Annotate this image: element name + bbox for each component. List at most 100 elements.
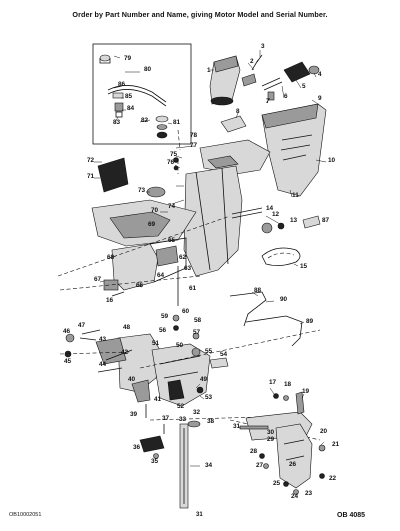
part-label-46: 46 [63,328,71,335]
part-label-35: 35 [151,458,159,465]
rod-61 [172,266,180,331]
right-clamp-bracket [239,387,326,495]
part-label-17: 17 [269,379,277,386]
part-label-10: 10 [328,157,336,164]
part-label-51: 51 [152,340,160,347]
part-label-18: 18 [284,381,292,388]
footer-left-code: OB10002051 [9,512,42,518]
part-label-36: 36 [133,444,141,451]
part-label-77: 77 [190,142,198,149]
inset-box [92,43,192,145]
part-label-27: 27 [256,462,264,469]
exhaust-cover [261,99,327,198]
footer-right-code: OB 4085 [337,512,366,519]
part-label-33: 33 [179,416,187,423]
part-label-80: 80 [144,66,152,73]
part-label-28: 28 [250,448,258,455]
part-label-67: 67 [94,276,102,283]
swivel-bracket [64,329,161,418]
part-label-59: 59 [161,313,169,320]
part-label-24: 24 [291,493,299,500]
part-label-76: 76 [167,159,175,166]
part-label-56: 56 [159,327,167,334]
part-label-63: 63 [184,265,192,272]
part-label-3: 3 [261,43,265,50]
part-label-2: 2 [250,58,254,65]
inset-border [92,43,192,145]
part-label-49: 49 [200,376,208,383]
part-label-90: 90 [280,296,288,303]
adapter-plate [91,145,197,247]
part-label-55: 55 [205,348,213,355]
upper-parts [209,50,320,133]
part-label-73: 73 [138,187,146,194]
part-label-60: 60 [182,308,190,315]
part-label-8: 8 [236,108,240,115]
part-label-42: 42 [121,349,129,356]
part-label-81: 81 [173,119,181,126]
part-label-66: 66 [136,282,144,289]
part-label-87: 87 [322,217,330,224]
part-label-14: 14 [266,205,274,212]
part-label-75: 75 [170,151,178,158]
part-label-50: 50 [176,342,184,349]
part-label-43: 43 [99,336,107,343]
part-label-57: 57 [193,329,201,336]
part-label-30: 30 [267,429,275,436]
part-label-44: 44 [99,361,107,368]
part-label-38: 38 [207,418,215,425]
part-label-9: 9 [318,95,322,102]
part-label-25: 25 [273,480,281,487]
part-label-86: 86 [118,81,126,88]
part-label-53: 53 [205,394,213,401]
part-label-61: 61 [189,285,197,292]
part-label-13: 13 [290,217,298,224]
part-label-83: 83 [113,119,121,126]
part-label-71: 71 [87,173,95,180]
part-label-20: 20 [320,428,328,435]
part-label-12: 12 [272,211,280,218]
exhaust-housing [171,139,271,277]
part-label-54: 54 [220,351,228,358]
part-label-31: 31 [233,423,241,430]
page-number: 31 [196,512,203,518]
part-label-4: 4 [318,71,322,78]
part-label-78: 78 [190,132,198,139]
part-label-47: 47 [78,322,86,329]
assembly-guide-lines [57,129,321,441]
part-label-6: 6 [284,93,288,100]
part-label-22: 22 [329,475,337,482]
part-label-37: 37 [162,415,170,422]
part-label-68: 68 [107,254,115,261]
part-label-1: 1 [207,67,211,74]
clamp-bracket-center [151,332,229,407]
part-label-58: 58 [194,317,202,324]
part-label-11: 11 [292,192,299,199]
part-label-39: 39 [130,411,138,418]
part-label-88: 88 [254,287,262,294]
part-label-89: 89 [306,318,314,325]
part-label-64: 64 [157,272,165,279]
part-label-65: 65 [168,237,176,244]
part-label-15: 15 [300,263,308,270]
part-label-48: 48 [123,324,131,331]
order-instruction-header: Order by Part Number and Name, giving Mo… [72,10,328,19]
part-label-34: 34 [205,462,213,469]
water-tube [231,207,321,267]
lower-mount-bracket [99,237,187,297]
part-label-85: 85 [125,93,133,100]
part-label-69: 69 [148,221,156,228]
part-label-5: 5 [302,83,306,90]
part-label-45: 45 [64,358,72,365]
part-label-16: 16 [106,297,114,304]
part-label-19: 19 [302,388,310,395]
part-label-41: 41 [154,396,162,403]
part-label-84: 84 [127,105,135,112]
tilt-tube [139,420,201,509]
part-label-32: 32 [193,409,201,416]
part-label-82: 82 [141,117,149,124]
part-label-23: 23 [305,490,313,497]
